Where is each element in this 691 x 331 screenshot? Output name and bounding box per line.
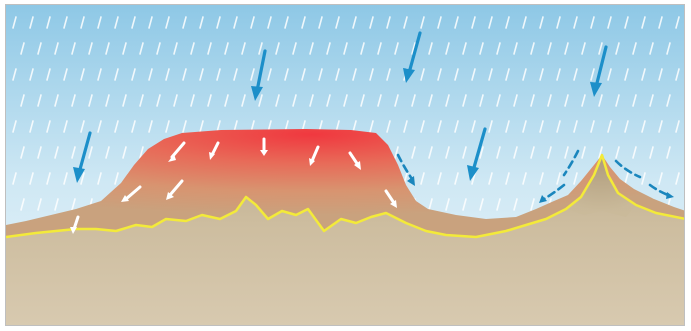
ice-sheet-diagram [6, 5, 685, 326]
diagram-frame [5, 4, 685, 326]
